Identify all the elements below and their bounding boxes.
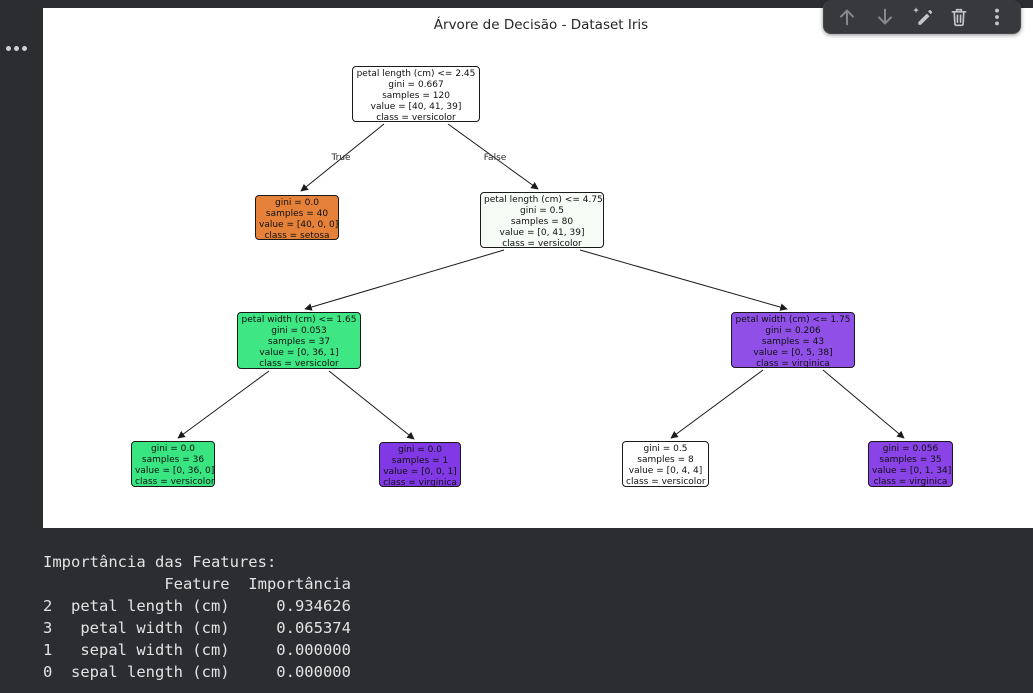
node-line: value = [0, 1, 34] xyxy=(872,466,952,476)
edge-label-false: False xyxy=(483,153,507,163)
node-line: samples = 120 xyxy=(382,91,450,101)
tree-leaf-versicolor-pure: gini = 0.0 samples = 36 value = [0, 36, … xyxy=(131,441,215,487)
node-line: value = [0, 41, 39] xyxy=(499,228,585,238)
console-line: 1 sepal width (cm) 0.000000 xyxy=(43,641,351,659)
node-line: samples = 80 xyxy=(510,217,574,227)
node-line: class = virginica xyxy=(756,359,830,369)
node-line: value = [0, 4, 4] xyxy=(628,466,703,476)
tree-node-root: petal length (cm) <= 2.45 gini = 0.667 s… xyxy=(352,66,480,123)
node-line: samples = 1 xyxy=(391,456,449,466)
node-line: value = [0, 36, 0] xyxy=(135,466,215,476)
node-line: petal length (cm) <= 4.75 xyxy=(484,195,603,205)
console-line: Importância das Features: xyxy=(43,553,277,571)
node-line: class = versicolor xyxy=(135,477,215,487)
console-line: 2 petal length (cm) 0.934626 xyxy=(43,597,351,615)
edge-label-true: True xyxy=(331,153,351,163)
edit-cell-button[interactable] xyxy=(908,3,936,31)
node-line: value = [0, 0, 1] xyxy=(383,467,457,477)
dot xyxy=(6,46,11,51)
kebab-menu-icon xyxy=(994,8,999,26)
node-line: class = setosa xyxy=(264,231,330,241)
node-line: samples = 40 xyxy=(265,209,329,219)
sparkle-pencil-icon xyxy=(913,7,933,25)
decision-tree-edges xyxy=(177,123,905,440)
node-line: gini = 0.0 xyxy=(275,198,319,208)
tree-leaf-tie: gini = 0.5 samples = 8 value = [0, 4, 4]… xyxy=(622,441,709,487)
move-cell-up-button[interactable] xyxy=(833,3,861,31)
node-line: value = [0, 5, 38] xyxy=(753,348,833,358)
figure-title: Árvore de Decisão - Dataset Iris xyxy=(433,17,649,33)
arrow-down-icon xyxy=(877,8,892,25)
node-line: petal width (cm) <= 1.75 xyxy=(735,315,851,325)
node-line: class = versicolor xyxy=(502,239,582,249)
node-line: value = [0, 36, 1] xyxy=(259,348,339,358)
node-line: samples = 43 xyxy=(761,337,825,347)
node-line: class = virginica xyxy=(873,477,948,487)
node-line: value = [40, 41, 39] xyxy=(370,102,462,112)
node-line: samples = 36 xyxy=(141,455,205,465)
tree-node-split-petal-width-right: petal width (cm) <= 1.75 gini = 0.206 sa… xyxy=(731,312,855,369)
tree-leaf-virginica-mostly: gini = 0.056 samples = 35 value = [0, 1,… xyxy=(868,441,953,487)
figure-output: Árvore de Decisão - Dataset Iris True Fa… xyxy=(43,8,1033,528)
tree-node-split-petal-length: petal length (cm) <= 4.75 gini = 0.5 sam… xyxy=(480,192,604,249)
node-line: gini = 0.206 xyxy=(765,326,821,336)
ellipsis-icon[interactable] xyxy=(6,46,27,51)
tree-node-split-petal-width-left: petal width (cm) <= 1.65 gini = 0.053 sa… xyxy=(237,312,361,369)
move-cell-down-button[interactable] xyxy=(871,3,899,31)
dot xyxy=(22,46,27,51)
node-line: class = versicolor xyxy=(626,477,706,487)
node-line: class = versicolor xyxy=(259,359,339,369)
console-line: 3 petal width (cm) 0.065374 xyxy=(43,619,351,637)
node-line: samples = 35 xyxy=(879,455,942,465)
tree-leaf-virginica-single: gini = 0.0 samples = 1 value = [0, 0, 1]… xyxy=(379,442,461,488)
dot xyxy=(14,46,19,51)
node-line: gini = 0.056 xyxy=(882,444,939,454)
more-cell-actions-button[interactable] xyxy=(983,3,1011,31)
trash-icon xyxy=(951,8,967,27)
node-line: gini = 0.5 xyxy=(520,206,564,216)
node-line: petal length (cm) <= 2.45 xyxy=(356,69,476,79)
node-line: class = virginica xyxy=(383,478,457,488)
node-line: samples = 37 xyxy=(267,337,331,347)
console-output: Importância das Features: Feature Import… xyxy=(43,551,351,683)
node-line: petal width (cm) <= 1.65 xyxy=(241,315,357,325)
cell-toolbar xyxy=(823,0,1021,34)
console-line: Feature Importância xyxy=(43,575,351,593)
node-line: samples = 8 xyxy=(637,455,694,465)
node-line: class = versicolor xyxy=(376,113,456,123)
node-line: gini = 0.667 xyxy=(388,80,444,90)
arrow-up-icon xyxy=(840,9,855,26)
node-line: gini = 0.0 xyxy=(398,445,442,455)
console-line: 0 sepal length (cm) 0.000000 xyxy=(43,663,351,681)
node-line: gini = 0.053 xyxy=(271,326,327,336)
delete-cell-button[interactable] xyxy=(945,3,973,31)
node-line: value = [40, 0, 0] xyxy=(259,220,339,230)
node-line: gini = 0.0 xyxy=(151,444,195,454)
node-line: gini = 0.5 xyxy=(643,444,688,454)
tree-node-setosa-leaf: gini = 0.0 samples = 40 value = [40, 0, … xyxy=(255,195,339,241)
